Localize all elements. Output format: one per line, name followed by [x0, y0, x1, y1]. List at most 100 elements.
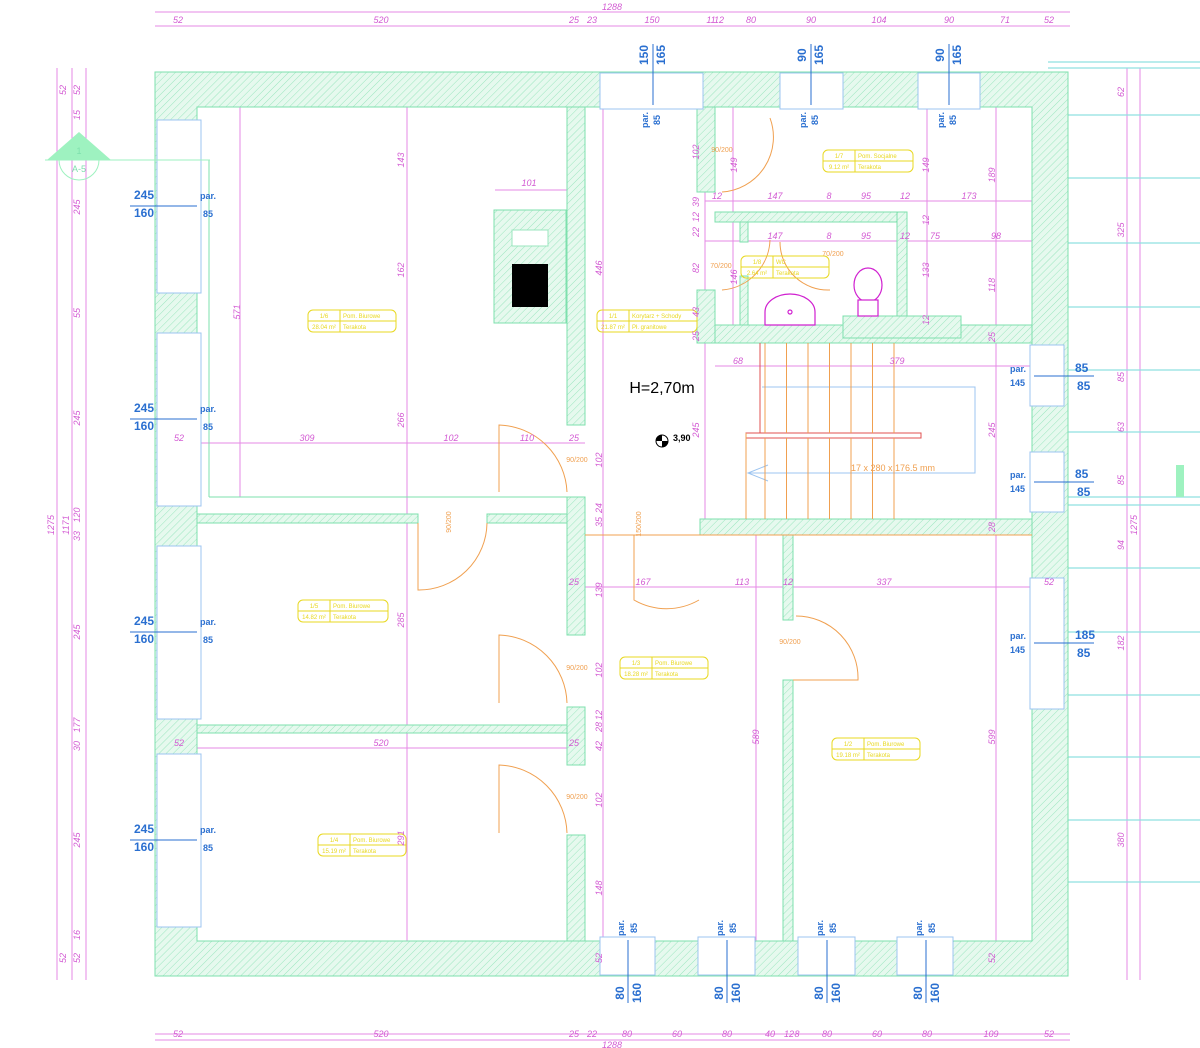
dimension-bottom: 52: [1044, 1029, 1054, 1039]
room-floor: Pł. granitowe: [632, 325, 667, 331]
dimension-right: 62: [1116, 87, 1126, 97]
dimension-interior: 379: [889, 356, 904, 366]
window-width: 160: [134, 419, 154, 433]
window-width: 90: [933, 48, 947, 62]
window-sill: 145: [1010, 484, 1025, 494]
dimension-interior: 149: [921, 157, 931, 172]
dimension-right: 325: [1116, 222, 1126, 238]
dimension-interior: 39: [691, 197, 701, 207]
dimension-right: 182: [1116, 635, 1126, 650]
room-number: 1/5: [310, 604, 319, 610]
dimension-interior: 143: [396, 152, 406, 167]
window-sill-label: par.: [936, 112, 946, 128]
dimension-interior: 110: [520, 433, 534, 443]
window-sill: 85: [203, 635, 213, 645]
window-sill-label: par.: [640, 112, 650, 128]
exterior-grid-lines: [1048, 61, 1200, 883]
dimension-interior: 25: [568, 577, 580, 587]
stairs-spec: 17 x 280 x 176.5 mm: [851, 463, 935, 473]
door-size-label: 90/200: [446, 511, 453, 533]
dimension-interior: 12: [691, 212, 701, 222]
dimension-interior: 337: [876, 577, 892, 587]
dimension-interior: 133: [921, 262, 931, 277]
dimension-interior: 12: [783, 577, 793, 587]
window-sill-label: par.: [914, 920, 924, 936]
dimension-right: 85: [1116, 371, 1126, 382]
dimension-left: 120: [72, 507, 82, 522]
section-sheet: A-5: [72, 164, 86, 174]
dimension-interior: 52: [174, 433, 184, 443]
ceiling-height-label: H=2,70m: [629, 380, 694, 397]
dimension-right: 1275: [1129, 514, 1139, 535]
dimension-bottom: 25: [568, 1029, 580, 1039]
room-number: 1/6: [320, 314, 329, 320]
dimension-interior: 12: [921, 215, 931, 225]
dimension-interior: 149: [729, 157, 739, 172]
room-number: 1/1: [609, 314, 618, 320]
dimension-interior: 35: [594, 516, 604, 527]
window-sill-label: par.: [715, 920, 725, 936]
dimension-left: 15: [72, 109, 82, 120]
window-height: 165: [950, 45, 964, 65]
window-height: 85: [1077, 646, 1091, 660]
dimension-interior: 173: [961, 191, 976, 201]
dimension-bottom: 80: [722, 1029, 732, 1039]
section-number: 1: [76, 146, 81, 156]
dimension-left: 245: [72, 832, 82, 849]
dimension-left: 245: [72, 199, 82, 216]
dimension-interior: 139: [594, 582, 604, 597]
room-floor: Terakota: [655, 672, 679, 678]
window-sill: 85: [927, 923, 937, 933]
dimension-interior: 309: [299, 433, 314, 443]
dimension-interior: 12: [921, 315, 931, 325]
dimension-interior: 291: [396, 830, 406, 846]
room-area: 2.64 m²: [747, 271, 767, 277]
room-number: 1/4: [330, 838, 339, 844]
room-name: Pom. Biurowe: [333, 604, 371, 610]
dimension-interior: 68: [733, 356, 743, 366]
dimension-interior: 102: [594, 792, 604, 807]
room-floor: Terakota: [343, 325, 367, 331]
dimension-left: 245: [72, 624, 82, 641]
window-width: 85: [1075, 467, 1089, 481]
dimension-interior: 101: [521, 178, 536, 188]
dimension-interior: 599: [987, 729, 997, 744]
dimension-interior: 25: [987, 331, 997, 343]
window-sill-label: par.: [1010, 364, 1026, 374]
dimension-interior: 245: [691, 422, 701, 439]
dimension-top: 52: [173, 15, 183, 25]
room-name: Korytarz + Schody: [632, 314, 681, 320]
dimension-interior: 148: [594, 880, 604, 895]
door-size-label: 90/200: [566, 457, 588, 464]
room-name: Pom. Socjalne: [858, 154, 897, 160]
room-number: 1/2: [844, 742, 853, 748]
dimension-interior: 22: [691, 227, 701, 238]
dimension-right: 380: [1116, 832, 1126, 847]
room-floor: Terakota: [353, 849, 377, 855]
dimension-interior: 571: [232, 304, 242, 319]
window-sill-label: par.: [200, 617, 216, 627]
door-size-label: 90/200: [711, 147, 733, 154]
window-width: 80: [911, 986, 925, 1000]
window-width: 85: [1075, 361, 1089, 375]
dimension-bottom: 80: [622, 1029, 632, 1039]
dimension-interior: 52: [1044, 577, 1054, 587]
room-name: Pom. Biurowe: [867, 742, 905, 748]
window-width: 160: [134, 632, 154, 646]
window-sill: 145: [1010, 645, 1025, 655]
dimension-left: 245: [72, 410, 82, 427]
room-area: 21.87 m²: [601, 325, 625, 331]
window-height: 85: [1077, 379, 1091, 393]
dimension-top: 52: [1044, 15, 1054, 25]
dimension-interior: 102: [594, 452, 604, 467]
wc-fixtures: [764, 267, 883, 326]
dimension-bottom: 80: [922, 1029, 932, 1039]
dimension-interior: 446: [594, 260, 604, 275]
window-sill: 85: [203, 843, 213, 853]
room-number: 1/7: [835, 154, 844, 160]
dimension-interior: 95: [861, 191, 872, 201]
dimension-right: 85: [1116, 474, 1126, 485]
section-marker: [45, 132, 210, 181]
dimension-bottom: 60: [872, 1029, 882, 1039]
window-width: 80: [712, 986, 726, 1000]
